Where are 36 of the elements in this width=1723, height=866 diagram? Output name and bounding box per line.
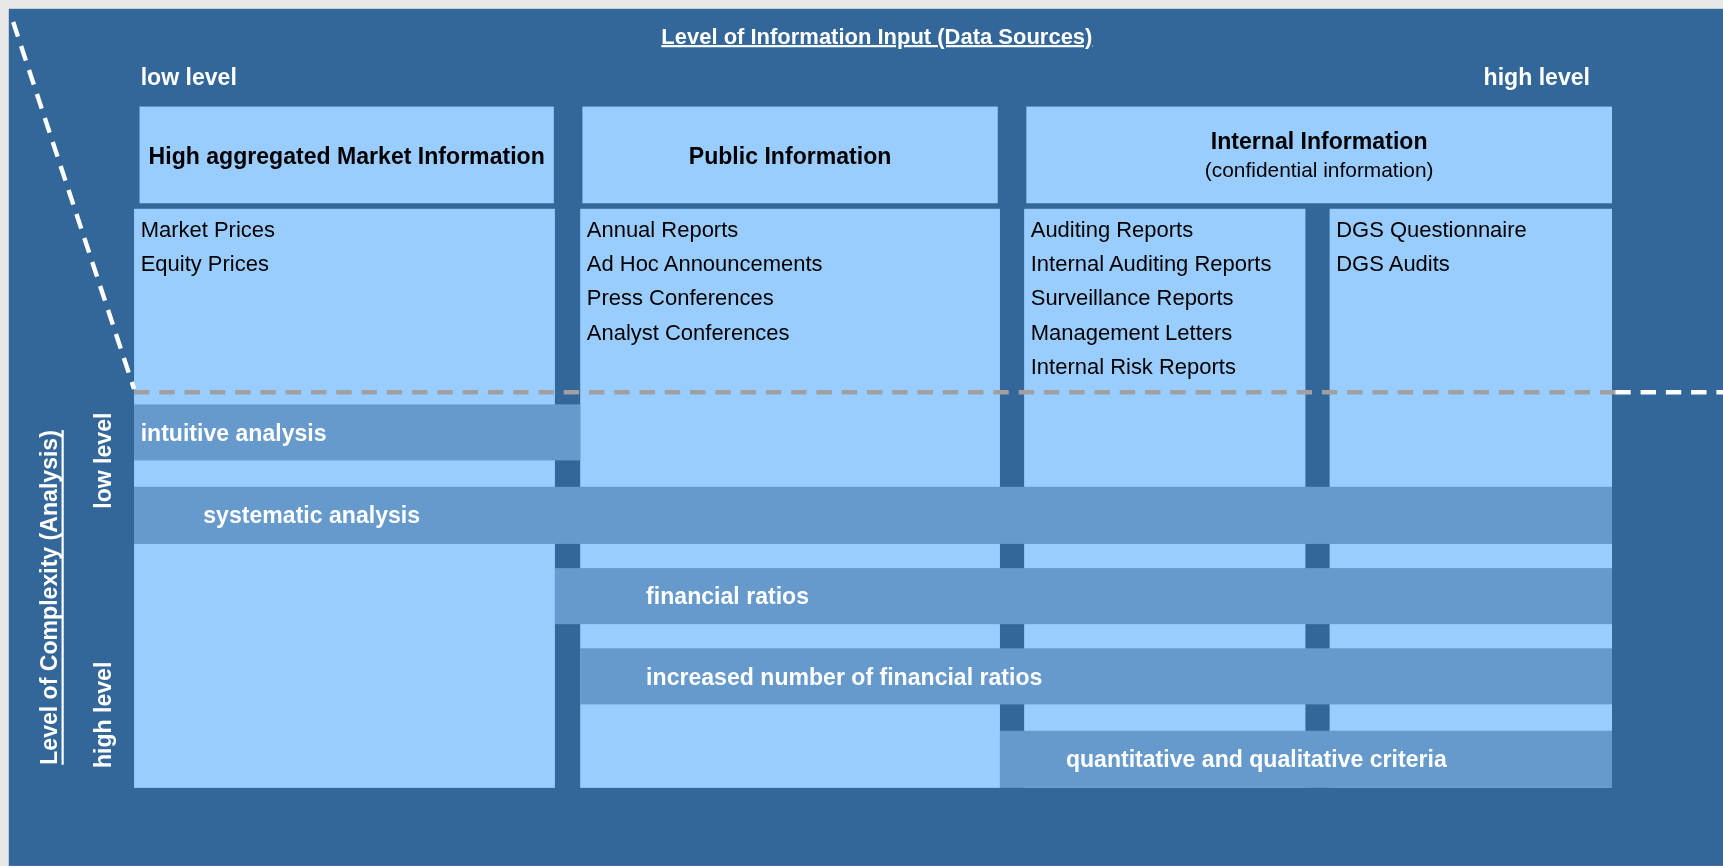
header-box (139, 106, 554, 204)
list-item: DGS Audits (1336, 250, 1450, 278)
analysis-band (999, 730, 1612, 788)
analysis-band (554, 568, 1612, 625)
analysis-band (134, 486, 1612, 544)
header-box (1026, 106, 1612, 204)
list-item: Management Letters (1030, 318, 1233, 347)
list-item: Annual Reports (586, 216, 739, 244)
band-label: systematic analysis (203, 502, 421, 529)
band-label: increased number of financial ratios (646, 663, 1043, 690)
list-item: Surveillance Reports (1030, 284, 1234, 312)
list-item: Auditing Reports (1030, 216, 1194, 244)
band-label: intuitive analysis (140, 419, 327, 446)
list-item: Equity Prices (140, 250, 269, 278)
axis-end-label: high level (90, 661, 117, 771)
list-item: Press Conferences (586, 284, 774, 312)
axis-end-label: low level (140, 63, 237, 91)
band-label: financial ratios (646, 582, 809, 610)
header-subtext: (confidential information) (1204, 157, 1434, 184)
axis-end-label: low level (90, 411, 117, 512)
axis-title: Level of Information Input (Data Sources) (661, 24, 1093, 50)
list-item: Internal Auditing Reports (1030, 250, 1272, 278)
axis-end-label: high level (1483, 63, 1591, 91)
header-text: Public Information (688, 141, 892, 170)
header-text: High aggregated Market Information (148, 141, 545, 170)
list-item: Ad Hoc Announcements (586, 250, 823, 278)
list-item: Internal Risk Reports (1030, 352, 1236, 381)
list-item: Analyst Conferences (586, 318, 790, 347)
axis-title: Level of Complexity (Analysis) (36, 428, 63, 766)
list-item: Market Prices (140, 216, 275, 244)
header-text: Internal Information (1210, 127, 1428, 156)
list-item: DGS Questionnaire (1336, 216, 1527, 244)
analysis-band (134, 404, 581, 461)
header-box (582, 106, 998, 204)
band-label: quantitative and qualitative criteria (1065, 746, 1447, 773)
analysis-band (580, 648, 1612, 705)
